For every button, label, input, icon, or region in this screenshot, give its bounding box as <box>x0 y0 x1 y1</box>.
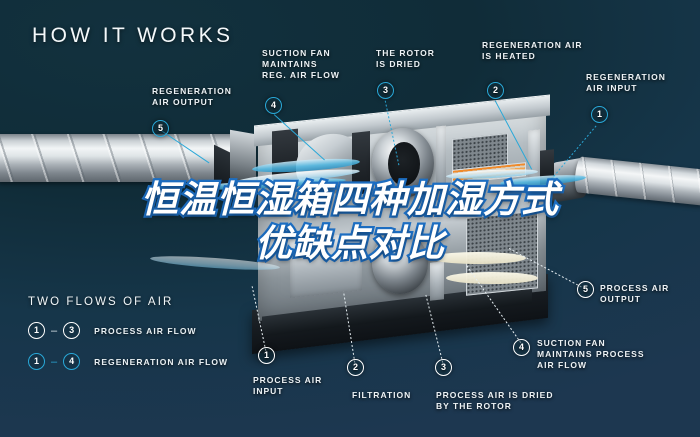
legend-dash-1: – <box>51 324 58 337</box>
callout-marker-bottom-4[interactable]: 4 <box>513 339 530 356</box>
process-access-door <box>290 232 362 298</box>
process-fan-wheel <box>372 232 428 294</box>
callout-marker-top-1[interactable]: 1 <box>591 106 608 123</box>
legend-to-marker-4: 4 <box>63 353 81 370</box>
airflow-process-lower-1 <box>430 252 526 264</box>
legend-row-process-air-flow[interactable]: 1 – 3 PROCESS AIR FLOW <box>28 322 197 339</box>
legend-from-marker-1-accent: 1 <box>28 353 45 370</box>
fan-support-bracket <box>430 261 444 301</box>
callout-label-regeneration-air-output: REGENERATION AIR OUTPUT <box>152 86 232 107</box>
rotor-hub <box>388 142 420 186</box>
callout-label-process-air-input: PROCESS AIR INPUT <box>253 375 323 396</box>
airflow-process-lower-2 <box>446 272 538 284</box>
callout-marker-top-5[interactable]: 5 <box>152 120 169 137</box>
callout-label-suction-fan-reg: SUCTION FAN MAINTAINS REG. AIR FLOW <box>262 48 340 80</box>
callout-label-filtration: FILTRATION <box>352 390 412 400</box>
legend-title: TWO FLOWS OF AIR <box>28 296 174 308</box>
callout-label-process-air-output: PROCESS AIR OUTPUT <box>600 283 670 304</box>
callout-marker-top-2[interactable]: 2 <box>487 82 504 99</box>
regeneration-output-duct <box>0 134 256 182</box>
callout-marker-bottom-1[interactable]: 1 <box>258 347 275 364</box>
callout-marker-bottom-2[interactable]: 2 <box>347 359 364 376</box>
callout-marker-top-3[interactable]: 3 <box>377 82 394 99</box>
legend-dash-2: – <box>51 355 58 368</box>
legend-label-regeneration-air-flow: REGENERATION AIR FLOW <box>94 356 229 367</box>
divider-panel-1 <box>436 125 446 201</box>
callout-label-regeneration-heated: REGENERATION AIR IS HEATED <box>482 40 583 61</box>
callout-label-suction-fan-process: SUCTION FAN MAINTAINS PROCESS AIR FLOW <box>537 338 645 370</box>
callout-marker-top-4[interactable]: 4 <box>265 97 282 114</box>
legend-from-marker-1: 1 <box>28 322 45 339</box>
page-title: HOW IT WORKS <box>32 24 234 47</box>
callout-label-regeneration-input: REGENERATION AIR INPUT <box>586 72 666 93</box>
callout-marker-bottom-3[interactable]: 3 <box>435 359 452 376</box>
regeneration-input-duct <box>573 156 700 206</box>
legend-to-marker-3: 3 <box>63 322 81 339</box>
legend-row-regeneration-air-flow[interactable]: 1 – 4 REGENERATION AIR FLOW <box>28 353 228 370</box>
callout-label-rotor-dried: THE ROTOR IS DRIED <box>376 48 435 69</box>
callout-marker-bottom-5[interactable]: 5 <box>577 281 594 298</box>
callout-label-process-air-dried: PROCESS AIR IS DRIED BY THE ROTOR <box>436 390 554 411</box>
legend-label-process-air-flow: PROCESS AIR FLOW <box>94 325 197 336</box>
